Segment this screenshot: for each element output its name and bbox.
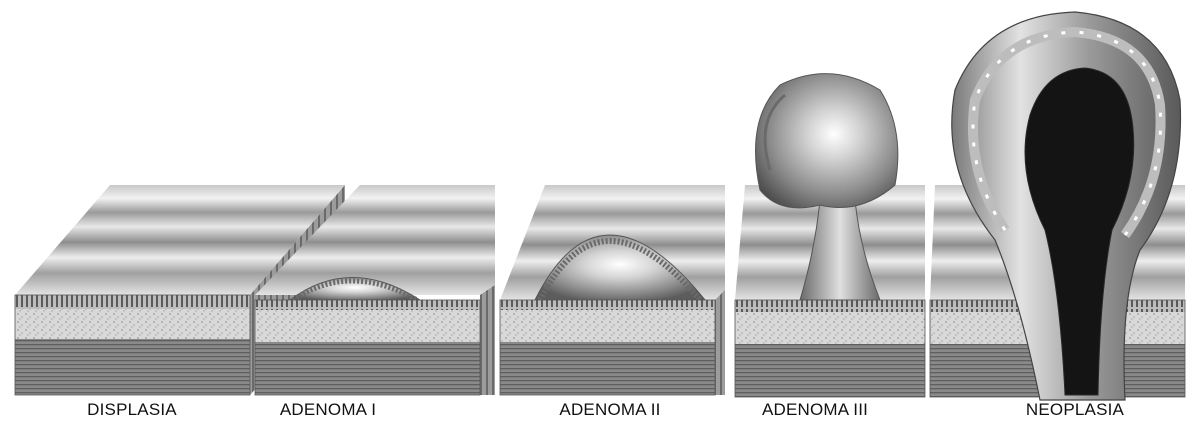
caption-adenoma-3: ADENOMA III	[715, 400, 915, 420]
block-neoplasia	[930, 12, 1185, 400]
caption-adenoma-2: ADENOMA II	[510, 400, 710, 420]
caption-neoplasia: NEOPLASIA	[975, 400, 1175, 420]
block-adenoma-3	[735, 74, 925, 397]
caption-adenoma-1: ADENOMA I	[228, 400, 428, 420]
caption-displasia: DISPLASIA	[32, 400, 232, 420]
block-adenoma-2	[500, 185, 725, 395]
